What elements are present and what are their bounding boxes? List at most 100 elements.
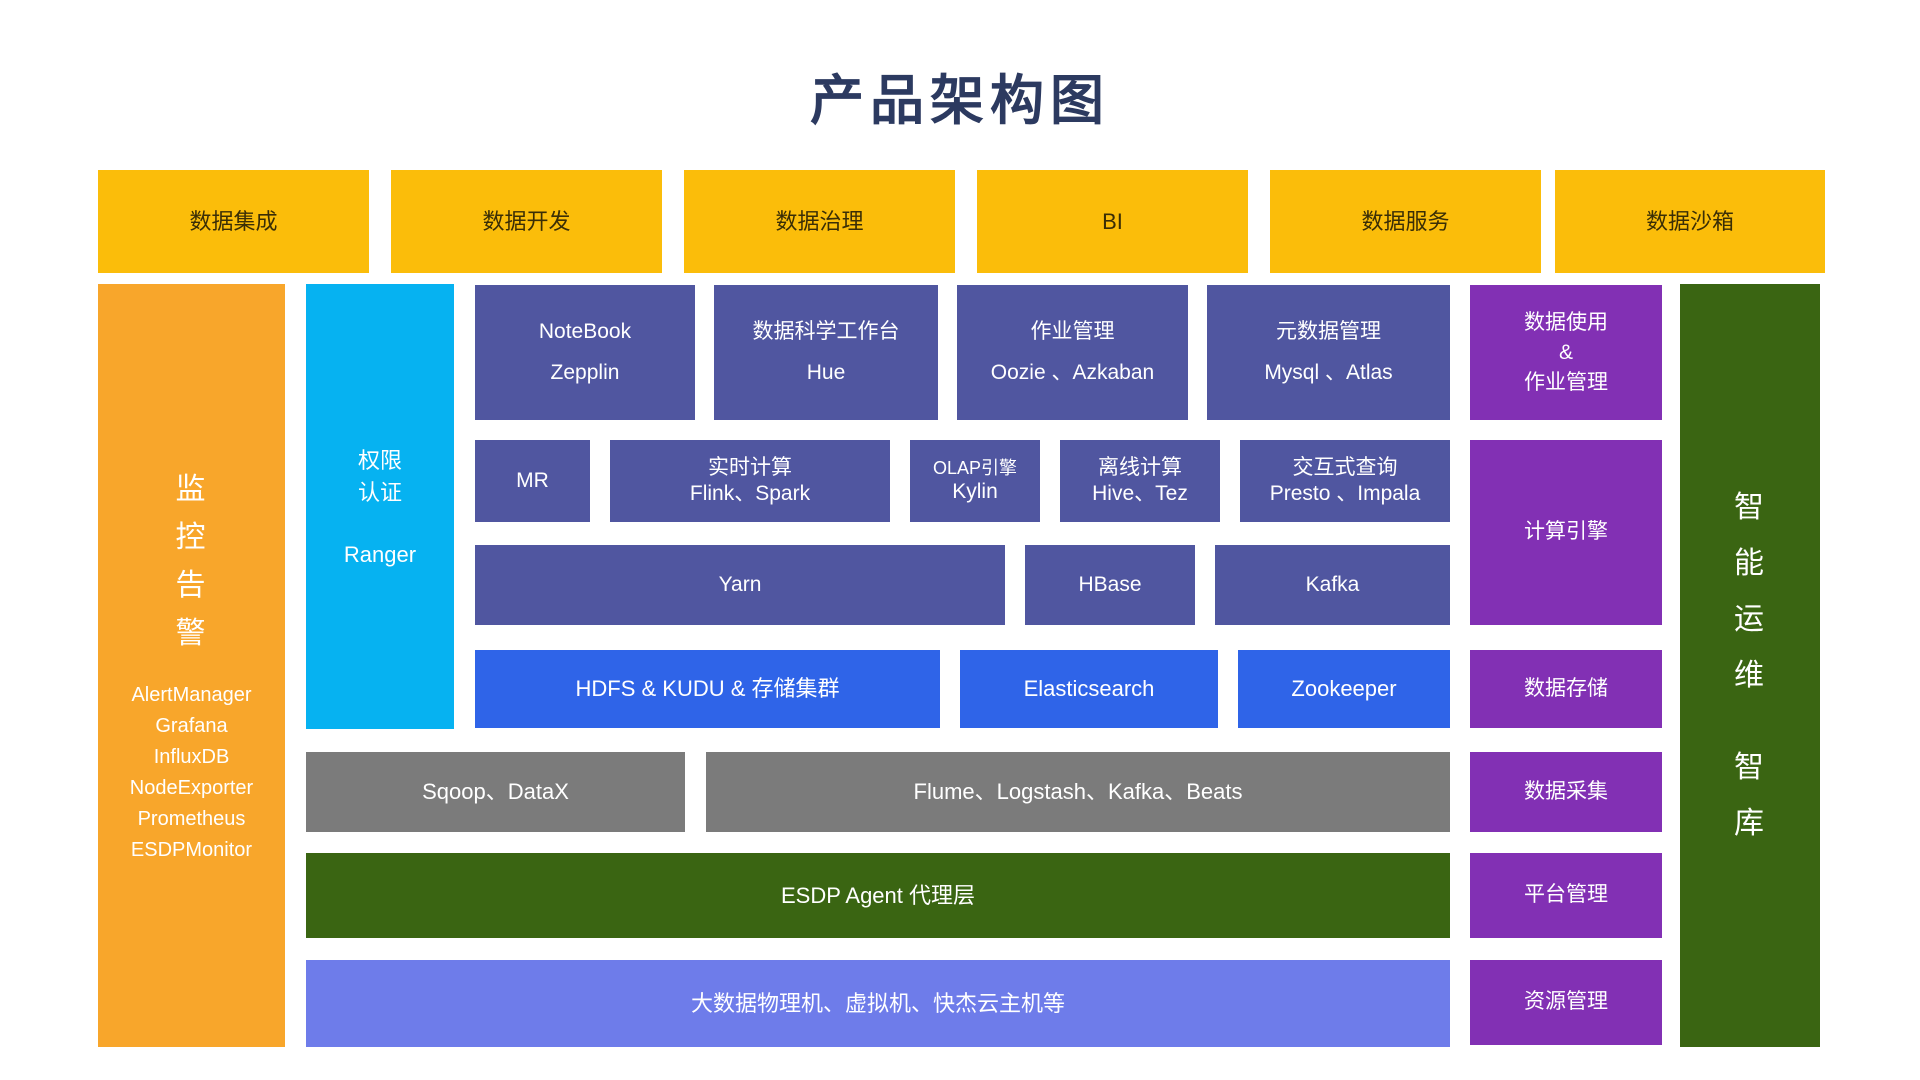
box-title: Kafka — [1305, 572, 1360, 596]
box-title: MR — [516, 468, 549, 492]
notebook-zepplin-box: NoteBook Zepplin — [475, 285, 695, 420]
vertical-char: 智 — [1734, 750, 1766, 784]
category-computing-engine: 计算引擎 — [1470, 440, 1662, 625]
box-subtitle: Flink、Spark — [689, 482, 811, 505]
box-title: NoteBook — [538, 320, 632, 344]
box-title: Zookeeper — [1291, 676, 1397, 702]
box-subtitle: Zepplin — [550, 360, 620, 384]
offline-computing-box: 离线计算 Hive、Tez — [1060, 440, 1220, 522]
top-module-data-service: 数据服务 — [1270, 170, 1541, 273]
module-label: 数据集成 — [189, 208, 278, 234]
auth-label-line: 权限 — [357, 447, 402, 473]
vertical-char: 运 — [1734, 602, 1766, 636]
top-module-data-sandbox: 数据沙箱 — [1555, 170, 1825, 273]
infrastructure-layer: 大数据物理机、虚拟机、快杰云主机等 — [306, 960, 1450, 1047]
box-subtitle: Hue — [806, 360, 846, 384]
box-title: HDFS & KUDU & 存储集群 — [575, 676, 840, 702]
vertical-char: 维 — [1734, 658, 1766, 692]
vertical-char: 库 — [1734, 806, 1766, 840]
aiops-column: 智 能 运 维 智 库 — [1680, 284, 1820, 1047]
category-label: 数据采集 — [1524, 779, 1608, 803]
interactive-query-box: 交互式查询 Presto 、Impala — [1240, 440, 1450, 522]
top-module-data-development: 数据开发 — [391, 170, 662, 273]
monitoring-tool: AlertManager — [131, 683, 252, 706]
auth-label-line: 认证 — [357, 479, 402, 505]
box-title: 离线计算 — [1098, 455, 1182, 479]
vertical-char: 监 — [175, 472, 208, 506]
category-label: 平台管理 — [1524, 883, 1608, 907]
monitoring-alert-column: 监 控 告 警 AlertManager Grafana InfluxDB No… — [98, 284, 285, 1047]
category-label: 数据存储 — [1524, 676, 1608, 700]
box-title: Sqoop、DataX — [422, 779, 569, 805]
monitoring-tool: NodeExporter — [129, 776, 254, 799]
box-subtitle: Kylin — [952, 480, 998, 504]
module-label: 数据沙箱 — [1645, 208, 1734, 234]
category-resource-management: 资源管理 — [1470, 960, 1662, 1045]
kafka-box: Kafka — [1215, 545, 1450, 625]
monitoring-tool: ESDPMonitor — [130, 838, 253, 861]
auth-tool: Ranger — [343, 541, 417, 567]
sqoop-datax-box: Sqoop、DataX — [306, 752, 685, 832]
mr-box: MR — [475, 440, 590, 522]
box-title: Yarn — [718, 572, 762, 596]
box-title: 大数据物理机、虚拟机、快杰云主机等 — [690, 990, 1065, 1016]
top-module-data-governance: 数据治理 — [684, 170, 955, 273]
box-title: 作业管理 — [1030, 320, 1115, 344]
box-title: 元数据管理 — [1276, 320, 1381, 344]
box-title: 数据科学工作台 — [752, 320, 900, 344]
box-subtitle: Mysql 、Atlas — [1264, 360, 1393, 384]
category-label: 计算引擎 — [1524, 520, 1608, 544]
olap-engine-box: OLAP引擎 Kylin — [910, 440, 1040, 522]
box-title: OLAP引擎 — [932, 457, 1018, 478]
esdp-agent-layer: ESDP Agent 代理层 — [306, 853, 1450, 938]
category-label-line: & — [1558, 340, 1573, 364]
box-title: 交互式查询 — [1292, 455, 1398, 479]
box-title: ESDP Agent 代理层 — [780, 882, 975, 908]
category-data-collection: 数据采集 — [1470, 752, 1662, 832]
box-title: HBase — [1078, 572, 1142, 596]
box-subtitle: Oozie 、Azkaban — [990, 360, 1155, 384]
vertical-char: 告 — [175, 568, 208, 602]
category-platform-management: 平台管理 — [1470, 853, 1662, 938]
module-label: 数据服务 — [1361, 208, 1450, 234]
storage-cluster-box: HDFS & KUDU & 存储集群 — [475, 650, 940, 728]
category-label: 资源管理 — [1524, 990, 1608, 1014]
monitoring-tool: InfluxDB — [153, 745, 230, 768]
box-subtitle: Presto 、Impala — [1269, 482, 1421, 505]
auth-column: 权限 认证 Ranger — [306, 284, 454, 729]
metadata-management-box: 元数据管理 Mysql 、Atlas — [1207, 285, 1450, 420]
aiops-vertical-label: 智 能 运 维 — [1734, 480, 1766, 704]
module-label: 数据开发 — [482, 208, 571, 234]
top-module-bi: BI — [977, 170, 1248, 273]
top-module-data-integration: 数据集成 — [98, 170, 369, 273]
vertical-char: 警 — [175, 616, 208, 650]
vertical-char: 智 — [1734, 490, 1766, 524]
category-label-line: 作业管理 — [1524, 370, 1608, 394]
zookeeper-box: Zookeeper — [1238, 650, 1450, 728]
box-title: Flume、Logstash、Kafka、Beats — [913, 779, 1243, 805]
flume-logstash-box: Flume、Logstash、Kafka、Beats — [706, 752, 1450, 832]
module-label: BI — [1102, 208, 1123, 234]
job-management-box: 作业管理 Oozie 、Azkaban — [957, 285, 1188, 420]
category-data-usage-job-management: 数据使用 & 作业管理 — [1470, 285, 1662, 420]
box-title: Elasticsearch — [1023, 676, 1155, 702]
hbase-box: HBase — [1025, 545, 1195, 625]
yarn-box: Yarn — [475, 545, 1005, 625]
box-title: 实时计算 — [708, 455, 792, 479]
vertical-char: 能 — [1734, 546, 1766, 580]
category-label-line: 数据使用 — [1524, 310, 1608, 334]
monitoring-tool-list: AlertManager Grafana InfluxDB NodeExport… — [130, 680, 253, 866]
knowledge-base-vertical-label: 智 库 — [1734, 740, 1766, 852]
box-subtitle: Hive、Tez — [1092, 482, 1188, 505]
vertical-char: 控 — [175, 520, 208, 554]
elasticsearch-box: Elasticsearch — [960, 650, 1218, 728]
auth-label: 权限 认证 — [358, 445, 402, 509]
monitoring-tool: Prometheus — [137, 807, 246, 830]
realtime-computing-box: 实时计算 Flink、Spark — [610, 440, 890, 522]
page-title: 产品架构图 — [810, 71, 1110, 131]
category-data-storage: 数据存储 — [1470, 650, 1662, 728]
monitoring-tool: Grafana — [155, 714, 228, 737]
module-label: 数据治理 — [775, 208, 864, 234]
data-science-workbench-box: 数据科学工作台 Hue — [714, 285, 938, 420]
